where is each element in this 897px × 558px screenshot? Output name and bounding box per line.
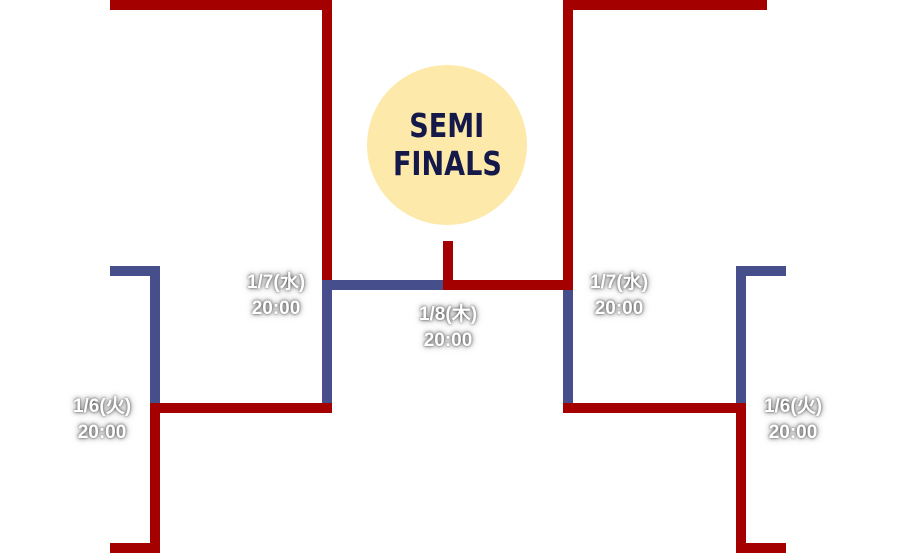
match-time: 20:00 — [768, 422, 818, 443]
left-round2-horizontal — [150, 403, 332, 413]
bracket-line-top-right-vertical — [563, 0, 573, 290]
match-date: 1/8(木) — [418, 304, 478, 325]
match-time: 20:00 — [423, 330, 473, 351]
semifinal-connector-left — [322, 280, 448, 290]
match-date: 1/6(火) — [763, 396, 823, 417]
right-round1-top-vertical — [736, 266, 746, 406]
match-label-left-round1: 1/6(火) 20:00 — [42, 394, 162, 446]
left-round1-top-horizontal — [110, 266, 160, 276]
match-time: 20:00 — [251, 298, 301, 319]
right-round1-bottom-vertical — [736, 403, 746, 553]
left-round1-bottom-horizontal — [110, 543, 160, 553]
title-line-2: FINALS — [392, 144, 502, 183]
right-round1-bottom-horizontal — [736, 543, 786, 553]
bracket-line-top-right-horizontal — [563, 0, 767, 10]
match-label-right-round1: 1/6(火) 20:00 — [733, 394, 853, 446]
left-round2-vertical — [322, 290, 332, 413]
semi-finals-badge: SEMI FINALS — [367, 65, 527, 225]
match-label-left-round2: 1/7(水) 20:00 — [216, 270, 336, 322]
left-round1-bottom-vertical — [150, 403, 160, 553]
bracket-line-top-left-horizontal — [110, 0, 332, 10]
right-round2-horizontal — [563, 403, 746, 413]
match-date: 1/6(火) — [72, 396, 132, 417]
title-line-1: SEMI — [409, 106, 485, 145]
match-date: 1/7(水) — [246, 272, 306, 293]
match-label-semifinal: 1/8(木) 20:00 — [388, 302, 508, 354]
match-time: 20:00 — [594, 298, 644, 319]
match-time: 20:00 — [77, 422, 127, 443]
right-round2-vertical — [563, 290, 573, 413]
match-date: 1/7(水) — [589, 272, 649, 293]
match-label-right-round2: 1/7(水) 20:00 — [559, 270, 679, 322]
right-round1-top-horizontal — [736, 266, 786, 276]
semifinal-connector-right — [443, 280, 573, 290]
left-round1-top-vertical — [150, 266, 160, 406]
bracket-line-top-left-vertical — [322, 0, 332, 290]
semifinal-winner-stub — [443, 241, 453, 290]
